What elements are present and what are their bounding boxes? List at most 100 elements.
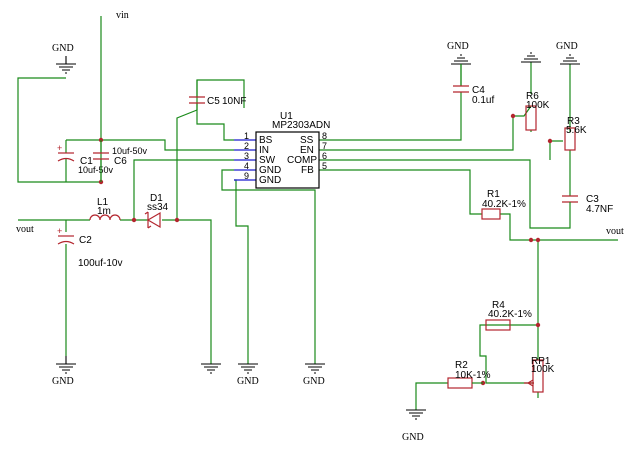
r6-ref-label: R6 (526, 91, 539, 102)
capacitor-c6[interactable]: C6 10uf-50v (93, 140, 148, 182)
r3-value-label: 5.6K (566, 125, 587, 136)
capacitor-c1[interactable]: + C1 10uf-50v (57, 140, 114, 175)
wire-gnd-pin4 (221, 169, 316, 364)
capacitor-c5[interactable]: C5 10NF (189, 80, 246, 110)
rp1-value-label: 100K (531, 364, 555, 375)
c2-ref-label: C2 (79, 235, 92, 246)
ic-pin-name-ss: SS (300, 135, 314, 146)
r4-ref-label: R4 (492, 300, 505, 311)
gnd-label-pin4: GND (303, 376, 325, 387)
c4-ref-label: C4 (472, 85, 485, 96)
ic-pin-number-1: 1 (244, 131, 249, 141)
ic-u1[interactable]: U1 MP2303ADN 1 2 3 4 9 BS IN SW GND GND … (234, 111, 330, 189)
c1-value-label: 10uf-50v (78, 165, 114, 175)
ic-pin-number-7: 7 (322, 141, 327, 151)
r6-value-label: 100K (526, 100, 550, 111)
ic-pin-number-9: 9 (244, 171, 249, 181)
rp1-ref-label: RP1 (531, 356, 551, 367)
ic-pin-name-in: IN (259, 145, 269, 156)
ic-pin-name-en: EN (300, 145, 314, 156)
wire-bs (196, 79, 245, 141)
c6-value-label: 10uf-50v (112, 146, 148, 156)
gnd-symbol-r2 (406, 409, 426, 420)
potentiometer-rp1[interactable]: RP1 100K (524, 356, 555, 393)
ic-pin-name-sw: SW (259, 155, 276, 166)
gnd-label-c4: GND (447, 41, 469, 52)
ic-pin-number-3: 3 (244, 151, 249, 161)
r2-value-label: 10K-1% (455, 370, 491, 381)
wire-fb (316, 169, 482, 215)
ic-pin-number-4: 4 (244, 161, 249, 171)
d1-ref-label: D1 (150, 193, 163, 204)
c3-value-label: 4.7NF (586, 204, 613, 215)
ic-ref-label: U1 (280, 111, 293, 122)
net-label-vout-left: vout (16, 224, 34, 235)
wire-gnd-pin9 (234, 179, 249, 364)
c4-value-label: 0.1uf (472, 95, 494, 106)
r3-ref-label: R3 (567, 116, 580, 127)
wire-sw (133, 159, 234, 220)
resistor-r2[interactable]: R2 10K-1% (447, 360, 491, 389)
wire-in (101, 139, 234, 151)
resistor-r6[interactable]: R6 100K (525, 91, 550, 131)
wire-r2 (415, 382, 448, 410)
capacitor-c2[interactable]: + C2 100uf-10v (57, 226, 122, 269)
gnd-label-c2: GND (52, 376, 74, 387)
gnd-label-r3: GND (556, 41, 578, 52)
ground-symbols (56, 52, 580, 420)
resistor-r4[interactable]: R4 40.2K-1% (485, 300, 532, 331)
resistor-r1[interactable]: R1 40.2K-1% (481, 189, 526, 220)
wire-vin (17, 16, 102, 183)
r2-ref-label: R2 (455, 360, 468, 371)
c3-ref-label: C3 (586, 194, 599, 205)
gnd-symbol-r6 (521, 52, 541, 63)
gnd-symbol-pin4 (305, 363, 325, 374)
c1-ref-label: C1 (80, 156, 93, 167)
diode-d1[interactable]: D1 ss34 (144, 193, 169, 229)
gnd-label-pin9: GND (237, 376, 259, 387)
wires (17, 16, 618, 410)
r1-ref-label: R1 (487, 189, 500, 200)
ic-left-pins (234, 139, 256, 181)
wire-r1-out (500, 213, 618, 241)
inductor-l1[interactable]: L1 1m (89, 197, 121, 221)
ic-body (255, 131, 320, 189)
ic-pin-name-gnd: GND (259, 165, 281, 176)
ic-pin-name-bs: BS (259, 135, 273, 146)
ic-pin-number-5: 5 (322, 161, 327, 171)
wire-c5-bottom (176, 109, 198, 220)
capacitor-c3[interactable]: C3 4.7NF (562, 194, 613, 215)
svg-text:+: + (57, 226, 62, 236)
wire-d1 (162, 219, 212, 364)
ic-pin-name-gnd-pad: GND (259, 175, 281, 186)
ic-pin-name-comp: COMP (287, 155, 317, 166)
gnd-symbol-c2 (56, 356, 76, 374)
wire-comp (316, 159, 571, 229)
l1-value-label: 1m (97, 206, 111, 217)
ic-pin-name-fb: FB (301, 165, 314, 176)
c5-value-label: 10NF (222, 96, 246, 107)
gnd-symbol-pin9 (238, 363, 258, 374)
gnd-label-c1: GND (52, 43, 74, 54)
c6-ref-label: C6 (114, 156, 127, 167)
net-label-vin: vin (116, 10, 129, 21)
gnd-symbol-r3 (560, 54, 580, 65)
gnd-symbol-d1 (201, 363, 221, 374)
wire-ss (316, 100, 462, 141)
gnd-symbol-c4 (451, 54, 471, 65)
gnd-symbol-c1 (56, 56, 76, 74)
ic-pin-number-6: 6 (322, 151, 327, 161)
r4-value-label: 40.2K-1% (488, 309, 532, 320)
c5-ref-label: C5 (207, 96, 220, 107)
gnd-label-r2: GND (402, 432, 424, 443)
resistor-r3[interactable]: R3 5.6K (564, 116, 587, 151)
r1-value-label: 40.2K-1% (482, 199, 526, 210)
ic-pin-number-8: 8 (322, 131, 327, 141)
l1-ref-label: L1 (97, 197, 109, 208)
net-label-vout-right: vout (606, 226, 624, 237)
wire-en (316, 116, 514, 151)
svg-text:+: + (57, 143, 62, 153)
capacitor-c4[interactable]: C4 0.1uf (453, 64, 494, 106)
